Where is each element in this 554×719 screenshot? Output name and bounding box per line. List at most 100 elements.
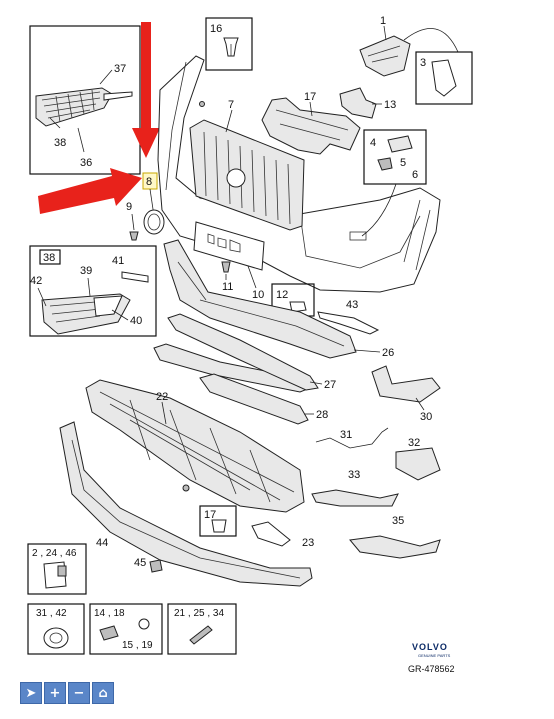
undertray-part: [85, 379, 305, 513]
callout-6: 6: [412, 169, 418, 181]
callout-20: 17: [304, 91, 316, 103]
callout-39: 39: [80, 265, 92, 277]
deflector-27: [167, 313, 319, 391]
wiring-33: [315, 427, 389, 449]
callout-31-42: 31 , 42: [36, 608, 67, 619]
callout-11: 11: [222, 281, 233, 293]
callout-22: 22: [156, 391, 168, 403]
license-plate-holder-part: [193, 221, 265, 271]
detail-box-16: [205, 17, 253, 71]
callout-40: 40: [130, 315, 142, 327]
bolt-14: [99, 625, 119, 641]
detail-box-3: [415, 51, 473, 105]
callout-13: 13: [384, 99, 396, 111]
clip-45: [149, 559, 163, 573]
detail-box-grille-left: [29, 25, 141, 175]
screw-21: [189, 625, 213, 645]
diagram-ref: GR-478562: [408, 664, 455, 674]
clip-3: [431, 59, 457, 97]
callout-41: 41: [112, 255, 124, 267]
leader-1-to-3: [403, 28, 459, 53]
callout-37: 35: [392, 515, 404, 527]
callout-9: 9: [126, 201, 132, 213]
viewer-toolbar: ➤ + − ⌂: [20, 682, 114, 704]
screw-undertray-icon: [182, 484, 190, 492]
clip-17: [211, 519, 227, 533]
trim-37: [349, 535, 441, 559]
sensor-5: [377, 157, 393, 171]
callout-36: 33: [348, 469, 360, 481]
callout-12: 12: [276, 289, 288, 301]
lamp-35: [395, 447, 441, 481]
brand-name: VOLVO: [412, 642, 448, 652]
callout-2-24-46: 2 , 24 , 46: [32, 548, 77, 559]
detail-box-17: [199, 505, 237, 537]
callout-4: 4: [370, 137, 376, 149]
bolt-11: [221, 261, 231, 273]
nut-12: [289, 301, 307, 313]
callout-28: 28: [316, 409, 328, 421]
red-arrow-right-icon: [38, 168, 142, 214]
side-grille-part: [35, 87, 133, 127]
callout-8: 8: [146, 176, 152, 188]
detail-box-21-25-34: [167, 603, 237, 655]
callout-33: 31: [340, 429, 352, 441]
emblem-part: [143, 209, 165, 235]
callout-43: 43: [346, 299, 358, 311]
bracket-1: [359, 35, 411, 77]
zoom-out-icon[interactable]: −: [68, 682, 90, 704]
callout-26: 26: [382, 347, 394, 359]
callout-16: 16: [210, 23, 222, 35]
zoom-in-icon[interactable]: +: [44, 682, 66, 704]
callout-31: 38: [54, 137, 66, 149]
callout-7: 7: [228, 99, 234, 111]
trim-23: [251, 521, 291, 547]
trim-41: [121, 271, 149, 283]
brand-sub: GENUINE PARTS: [418, 653, 451, 658]
callout-42: 42: [30, 275, 42, 287]
callout-23: 23: [302, 537, 314, 549]
callout-10: 10: [252, 289, 264, 301]
cursor-icon[interactable]: ➤: [20, 682, 42, 704]
front-grille-part: [189, 119, 305, 231]
callout-45: 45: [134, 557, 146, 569]
upper-carrier-part: [163, 239, 357, 359]
callout-1: 1: [380, 15, 386, 27]
callout-21-25-34: 21 , 25 , 34: [174, 608, 224, 619]
callout-44: 44: [96, 537, 108, 549]
detail-box-38: [29, 245, 157, 337]
bracket-13: [339, 87, 377, 119]
callout-35: 32: [408, 437, 420, 449]
detail-box-4-5-6: [363, 129, 427, 185]
detail-box-14-15-18-19: [89, 603, 163, 655]
screw-small-icon: [199, 101, 205, 107]
callout-32: 30: [420, 411, 432, 423]
detail-box-2-24-46: [27, 543, 87, 595]
callout-27: 27: [324, 379, 336, 391]
clip-9: [129, 231, 139, 241]
sensor-bracket-4: [387, 135, 413, 153]
nut-31: [43, 627, 69, 649]
red-arrow-down-icon: [132, 22, 160, 158]
lower-spoiler-part: [59, 421, 313, 587]
callout-15-19: 15 , 19: [122, 640, 153, 651]
leader-box-to-bumper: [361, 183, 397, 237]
washer-15: [138, 618, 150, 630]
callout-17: 17: [204, 509, 216, 521]
deflector-28: [199, 373, 309, 425]
label-box-38: [39, 249, 61, 265]
home-icon[interactable]: ⌂: [92, 682, 114, 704]
detail-box-31-42: [27, 603, 85, 655]
reinforcement-bracket-20: [261, 97, 361, 155]
trim-strip-43: [317, 311, 380, 335]
callout-29: 36: [80, 157, 92, 169]
fog-lamp-grille-part: [41, 293, 131, 335]
callout-38: 38: [43, 252, 55, 264]
callout-14-18: 14 , 18: [94, 608, 125, 619]
callout-5: 5: [400, 157, 406, 169]
callout-30: 37: [114, 63, 126, 75]
callout-3: 3: [420, 57, 426, 69]
lamp-36: [311, 489, 399, 507]
bracket-32: [371, 365, 441, 403]
